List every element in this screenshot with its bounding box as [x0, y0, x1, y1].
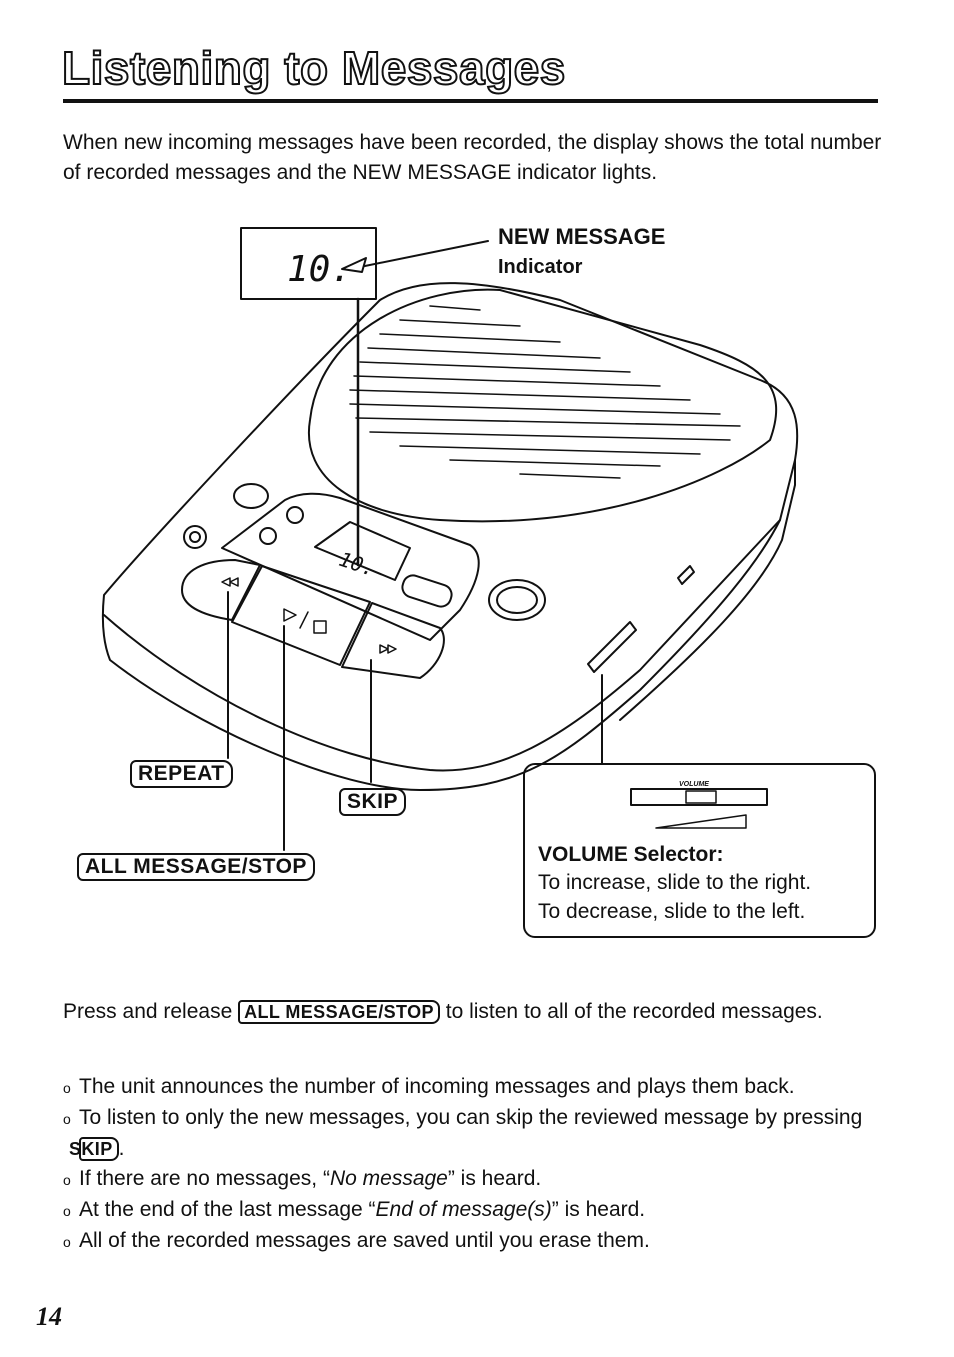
device-side-jack: [677, 565, 695, 585]
panel-display-window: [314, 521, 411, 581]
volume-increase-text: To increase, slide to the right.: [538, 871, 812, 894]
device-volume-slider[interactable]: [587, 621, 637, 673]
indicator-arrowhead: [341, 257, 367, 273]
display-readout-panel: 10.: [336, 547, 378, 581]
press-key-label: ALL MESSAGE/STOP: [238, 1000, 440, 1024]
power-icon: [189, 531, 201, 543]
play-stop-icon: [283, 608, 297, 622]
display-readout-callout: 10.: [287, 249, 352, 290]
device-body-edge: [103, 519, 781, 772]
play-stop-key[interactable]: [231, 565, 371, 666]
volume-callout-box: VOLUME Selector: To increase, slide to t…: [523, 763, 876, 938]
rewind-icon: [221, 577, 239, 587]
fast-forward-key[interactable]: [341, 602, 445, 679]
press-instruction: Press and release ALL MESSAGE/STOP to li…: [63, 996, 883, 1027]
volume-ramp-icon: [655, 814, 747, 829]
device-side-edge: [619, 459, 796, 721]
indicator-led-bottom: [259, 527, 277, 545]
title-rule: [63, 99, 878, 103]
control-panel: [221, 492, 480, 641]
speaker-grille-slots: [349, 305, 741, 479]
press-prefix: Press and release: [63, 1000, 233, 1023]
rewind-key[interactable]: [181, 559, 261, 621]
press-suffix: to listen to all of the recorded message…: [445, 1000, 823, 1023]
power-button[interactable]: [183, 525, 207, 549]
volume-slider-track: [630, 788, 768, 806]
indicator-label: Indicator: [498, 256, 583, 278]
page-number: 14: [36, 1302, 62, 1331]
indicator-leader-line: [359, 240, 489, 268]
repeat-key-label: REPEAT: [130, 760, 233, 788]
speaker-grille-outline: [307, 288, 778, 523]
intro-paragraph: When new incoming messages have been rec…: [63, 131, 882, 184]
volume-slider-knob[interactable]: [685, 790, 717, 804]
volume-slider-caption: VOLUME: [679, 781, 709, 788]
all-message-stop-key-label: ALL MESSAGE/STOP: [77, 853, 315, 881]
volume-selector-title: VOLUME Selector:: [538, 843, 724, 866]
new-message-label: NEW MESSAGE: [498, 224, 666, 249]
round-button-top[interactable]: [233, 483, 269, 509]
device-body-outline: [101, 282, 799, 791]
round-button-right[interactable]: [488, 579, 546, 621]
page-title: Listening to Messages: [61, 41, 566, 95]
indicator-led-top: [286, 506, 304, 524]
panel-oval-button[interactable]: [400, 573, 454, 609]
skip-key-label: SKIP: [339, 788, 407, 816]
skip-key-inline: SKIP: [69, 1137, 119, 1161]
volume-decrease-text: To decrease, slide to the left.: [538, 900, 806, 923]
fast-forward-icon: [379, 644, 397, 654]
